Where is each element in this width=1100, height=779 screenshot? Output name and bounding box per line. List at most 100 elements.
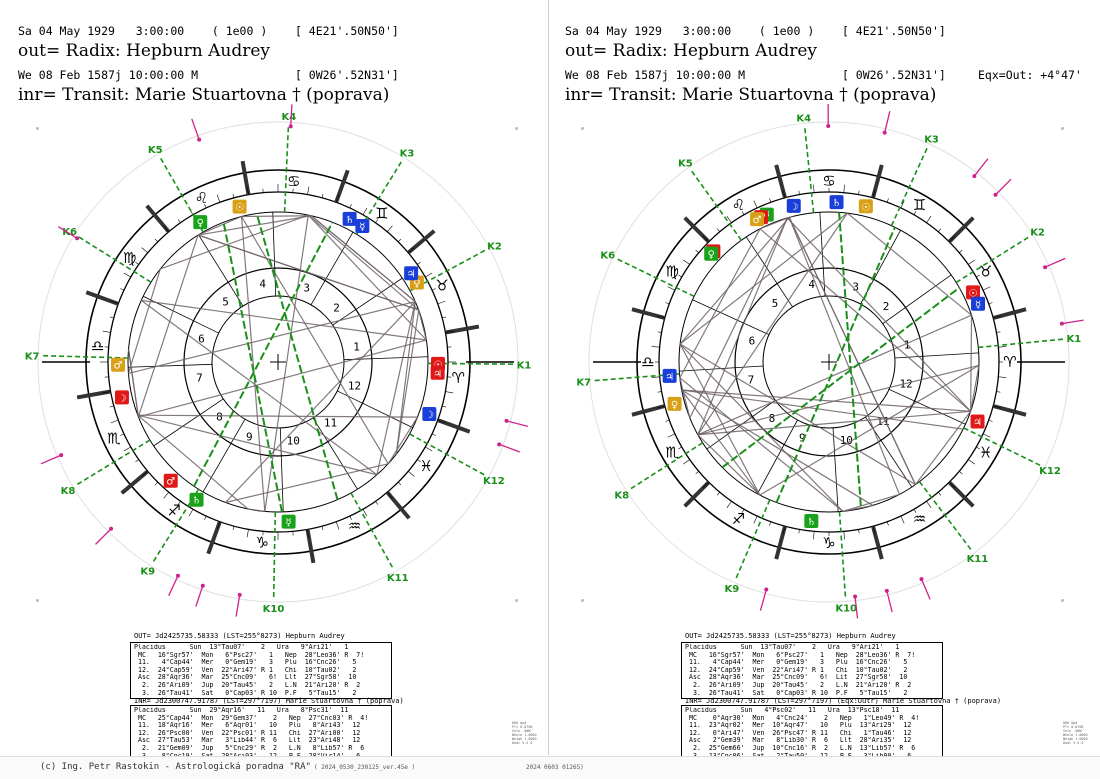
planet-glyph-icon: ♃ <box>407 269 416 280</box>
table-row: MC 0°Aqr30' Mon 4°Cnc24' 2 Nep 1°Leo49' … <box>685 715 939 723</box>
transit-pointer-head <box>176 574 180 578</box>
degree-tick <box>927 216 932 223</box>
planet-glyph-icon: ☉ <box>235 203 244 214</box>
degree-tick <box>683 260 690 265</box>
aspect-line <box>129 349 139 416</box>
table-row: 2. 21°Gem09' Jup 5°Cnc29' R 2 L.N 8°Lib5… <box>134 745 388 753</box>
transit-cusp-label: K4 <box>281 112 296 123</box>
out-positions-table: Placidus Sun 13°Tau07' 2 Ura 9°Ari21' 1 … <box>681 642 943 699</box>
degree-tick <box>658 332 662 333</box>
degree-tick <box>668 434 675 437</box>
transit-pointer-head <box>919 577 923 581</box>
degree-tick <box>233 526 234 530</box>
degree-tick <box>432 434 436 436</box>
transit-pointer-head <box>59 453 63 457</box>
degree-tick <box>844 185 845 193</box>
degree-tick <box>989 420 993 421</box>
degree-tick <box>968 260 975 265</box>
degree-tick <box>110 406 114 407</box>
house-number: 7 <box>196 371 203 384</box>
table-row: 2. 26°Ari09' Jup 20°Tau45' 2 L.N 21°Ari2… <box>685 682 939 690</box>
house-number: 8 <box>769 412 776 425</box>
house-number: 5 <box>222 296 229 309</box>
degree-tick <box>135 460 138 462</box>
degree-tick <box>103 331 111 332</box>
degree-tick <box>754 516 757 523</box>
degree-tick <box>189 509 193 516</box>
degree-tick <box>668 287 675 290</box>
planet-glyph-icon: ☽ <box>425 410 434 421</box>
degree-tick <box>727 501 732 508</box>
degree-tick <box>120 288 124 290</box>
table-row: 12. 24°Cap59' Ven 22°Ari47' R 1 Chi 10°T… <box>134 667 388 675</box>
degree-tick <box>859 191 860 195</box>
transit-pointer-head <box>1043 265 1047 269</box>
zodiac-sign-icon: ♋ <box>287 173 300 191</box>
house-cusp-line <box>311 232 353 305</box>
aspect-line <box>138 235 198 417</box>
transit-cusp-label: K10 <box>263 604 285 615</box>
degree-tick <box>442 317 446 318</box>
zodiac-sign-icon: ♊ <box>913 196 926 214</box>
planet-glyph-icon: ♄ <box>832 198 841 209</box>
house-number: 12 <box>348 379 361 392</box>
transit-pointer <box>1045 258 1065 267</box>
degree-tick <box>983 434 990 437</box>
planet-glyph-icon: ♃ <box>433 369 442 380</box>
transit-cusp-label: K1 <box>517 360 532 371</box>
house-number: 1 <box>353 341 360 354</box>
zodiac-sign-icon: ♐ <box>732 510 745 528</box>
transit-cusp-line <box>956 237 1029 283</box>
aspect-line <box>698 411 971 434</box>
inr-table-header: INR= Jd2300747.91787 (LST=297°7197) Mari… <box>134 697 404 705</box>
inr-positions-table: Placidus Sun 29°Aqr16' 11 Ura 8°Psc31' 1… <box>130 705 392 762</box>
degree-tick <box>983 287 990 290</box>
aspect-line <box>847 213 971 315</box>
degree-tick <box>813 531 814 539</box>
transit-cusp-label: K11 <box>387 573 409 584</box>
transit-pointer-head <box>505 419 509 423</box>
planet-glyph-icon: ☿ <box>286 518 292 529</box>
transit-pointer <box>974 159 988 176</box>
house-number: 2 <box>333 301 340 314</box>
degree-tick <box>155 239 158 242</box>
degree-tick <box>696 250 699 253</box>
axis-line <box>839 212 861 508</box>
transit-cusp-line <box>919 482 971 551</box>
house-number: 6 <box>749 335 756 348</box>
planet-glyph-icon: ♂ <box>114 361 123 372</box>
degree-tick <box>696 471 699 474</box>
transit-pointer-head <box>885 589 889 593</box>
house-number: 8 <box>216 411 223 424</box>
transit-cusp-label: K10 <box>835 603 857 614</box>
aspect-line <box>682 390 971 411</box>
planet-glyph-icon: ♀ <box>708 250 715 261</box>
degree-tick <box>959 471 962 474</box>
zodiac-sign-icon: ♍ <box>123 249 136 267</box>
planet-glyph-icon: ♀ <box>197 218 204 229</box>
degree-tick <box>398 239 401 242</box>
transit-cusp-label: K12 <box>483 476 505 487</box>
aspect-line <box>682 390 760 495</box>
zodiac-sign-icon: ♏ <box>666 444 680 462</box>
table-row: 2. 25°Gem66' Jup 10°Cnc16' R 2 L.N 13°Li… <box>685 745 939 753</box>
print-date: 2024 0603 01265) <box>526 764 584 771</box>
zodiac-sign-icon: ♒ <box>913 510 926 528</box>
degree-tick <box>233 194 234 198</box>
transit-cusp-label: K12 <box>1039 466 1061 477</box>
degree-tick <box>142 248 148 253</box>
degree-tick <box>996 332 1000 333</box>
zodiac-sign-icon: ♑ <box>822 534 835 552</box>
degree-tick <box>178 219 180 222</box>
degree-tick <box>901 516 904 523</box>
transit-pointer <box>996 179 1012 195</box>
aspect-line <box>225 302 415 503</box>
transit-pointer <box>95 529 111 545</box>
transit-cusp-line <box>839 512 845 598</box>
margin-dot <box>1061 127 1064 130</box>
table-row: MC 25°Cap44' Mon 29°Gem37' 2 Nep 27°Cnc0… <box>134 715 388 723</box>
margin-dot <box>515 599 518 602</box>
transit-cusp-line <box>274 512 276 598</box>
degree-tick <box>204 516 206 520</box>
